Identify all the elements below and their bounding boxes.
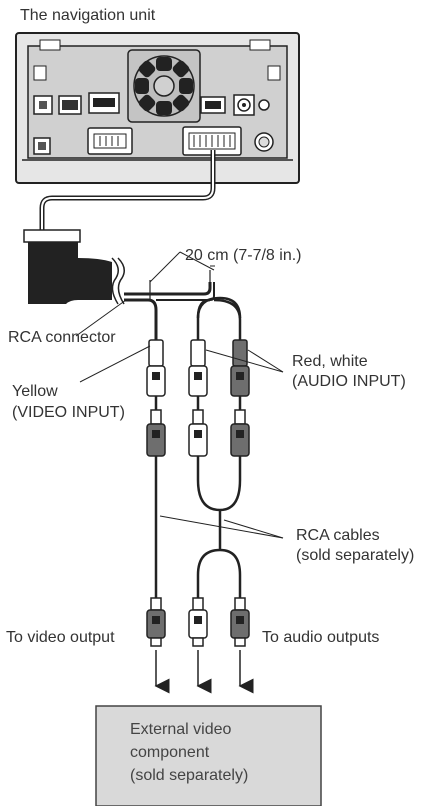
yellow-label-line2: (VIDEO INPUT) bbox=[12, 404, 125, 421]
external-component-line3: (sold separately) bbox=[130, 767, 249, 784]
external-component-line2: component bbox=[130, 744, 210, 761]
red-white-label-line1: Red, white bbox=[292, 353, 368, 370]
navigation-unit bbox=[15, 32, 300, 184]
to-video-output-label: To video output bbox=[6, 629, 115, 646]
yellow-plug-cable-bottom bbox=[146, 597, 166, 647]
white-plug-upper bbox=[188, 339, 208, 397]
white-plug-cable-top bbox=[188, 409, 208, 457]
yellow-plug-cable-top bbox=[146, 409, 166, 457]
red-plug-cable-top bbox=[230, 409, 250, 457]
red-plug-cable-bottom bbox=[230, 597, 250, 647]
rca-cables-label-line2: (sold separately) bbox=[296, 547, 415, 564]
white-plug-cable-bottom bbox=[188, 597, 208, 647]
fan-icon bbox=[133, 55, 195, 117]
cable-length-label: 20 cm (7-7/8 in.) bbox=[185, 247, 302, 264]
external-component-label: External video component (sold separatel… bbox=[130, 718, 290, 787]
rca-cables-label-line1: RCA cables bbox=[296, 527, 380, 544]
red-plug-upper bbox=[230, 339, 250, 397]
external-component-line1: External video bbox=[130, 721, 232, 738]
rca-connector-label: RCA connector bbox=[8, 329, 116, 346]
diagram-title: The navigation unit bbox=[20, 7, 156, 24]
yellow-plug-upper bbox=[146, 339, 166, 397]
av-input-connector bbox=[182, 126, 242, 156]
external-video-component-box bbox=[95, 705, 322, 806]
red-white-label-line2: (AUDIO INPUT) bbox=[292, 373, 406, 390]
yellow-label-line1: Yellow bbox=[12, 383, 58, 400]
to-audio-outputs-label: To audio outputs bbox=[262, 629, 380, 646]
rca-connector-block bbox=[23, 229, 125, 305]
